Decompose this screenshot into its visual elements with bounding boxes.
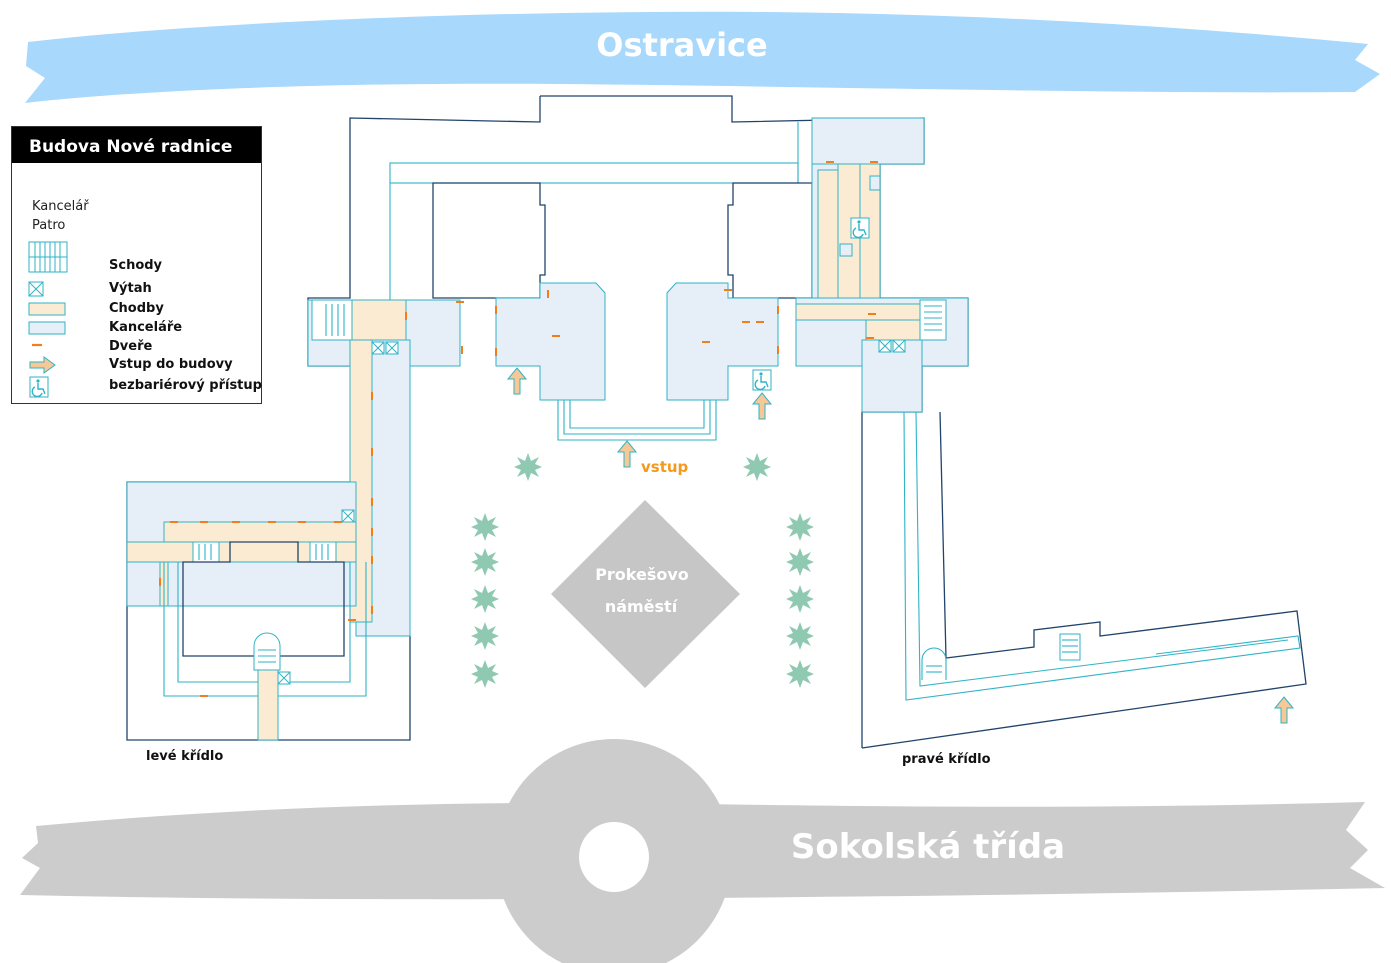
entrance-arrow-icon <box>1274 696 1294 724</box>
legend-label-elevator: Výtah <box>109 281 152 296</box>
left-wing <box>126 299 461 741</box>
legend-title: Budova Nové radnice <box>12 127 261 163</box>
square-label-line1: Prokešovo <box>595 565 689 584</box>
legend-item-wheelchair: bezbariérový přístup <box>12 376 262 398</box>
door-icon <box>32 343 42 347</box>
elevator-icon <box>277 671 291 685</box>
legend-item-door: Dveře <box>12 337 261 357</box>
legend-subtitle-floor: Patro <box>32 218 66 233</box>
legend-item-corridor: Chodby <box>12 299 261 319</box>
elevator-icon <box>385 341 399 355</box>
left-wing-label: levé křídlo <box>146 749 223 764</box>
legend-label-entrance: Vstup do budovy <box>109 357 233 372</box>
legend-item-elevator: Výtah <box>12 279 261 299</box>
legend-label-corridor: Chodby <box>109 301 164 316</box>
elevator-icon <box>892 339 906 353</box>
tree-icon <box>471 513 499 541</box>
wheelchair-icon <box>752 369 772 391</box>
tree-icon <box>786 513 814 541</box>
doors <box>159 161 878 697</box>
entrance-label: vstup <box>641 458 689 476</box>
legend-item-entrance: Vstup do budovy <box>12 355 261 375</box>
elevator-icon <box>371 341 385 355</box>
legend-label-wheelchair: bezbariérový přístup <box>109 378 262 393</box>
tree-icon <box>471 585 499 613</box>
elevator-icon <box>28 281 44 297</box>
river-ostravice <box>25 11 1380 103</box>
wheelchair-icon <box>850 217 870 239</box>
elevator-icon <box>341 509 355 523</box>
right-wing-arm <box>861 411 1307 749</box>
entrance-arrow-icon <box>29 356 56 374</box>
stairs-icon <box>28 241 68 273</box>
tree-icon <box>514 453 542 481</box>
tree-icon <box>786 660 814 688</box>
legend-item-office: Kanceláře <box>12 318 261 338</box>
tree-icon <box>471 548 499 576</box>
entrance-arrow-icon <box>617 440 637 468</box>
roundabout-island <box>579 822 649 892</box>
river-label: Ostravice <box>596 26 767 64</box>
wheelchair-icon <box>29 376 49 398</box>
right-wing-north <box>795 117 969 413</box>
tree-icon <box>786 622 814 650</box>
corridor-swatch <box>28 302 66 316</box>
right-wing-label: pravé křídlo <box>902 752 991 767</box>
legend-label-door: Dveře <box>109 339 153 354</box>
legend-label-stairs: Schody <box>109 258 163 273</box>
office-swatch <box>28 321 66 335</box>
legend: Budova Nové radnice Kancelář Patro Schod… <box>11 126 262 404</box>
tree-icon <box>786 585 814 613</box>
entrance-arrow-icon <box>752 392 772 420</box>
tree-icon <box>743 453 771 481</box>
tree-icon <box>786 548 814 576</box>
legend-subtitle-office: Kancelář <box>32 199 89 214</box>
central-entrance <box>495 282 779 441</box>
tree-icon <box>471 622 499 650</box>
legend-label-office: Kanceláře <box>109 320 183 335</box>
elevator-icon <box>878 339 892 353</box>
square-label-line2: náměstí <box>605 597 679 616</box>
legend-item-stairs: Schody <box>12 241 261 273</box>
tree-icon <box>471 660 499 688</box>
street-label: Sokolská třída <box>791 827 1065 867</box>
entrance-arrow-icon <box>507 367 527 395</box>
square-prokesovo <box>551 500 740 688</box>
